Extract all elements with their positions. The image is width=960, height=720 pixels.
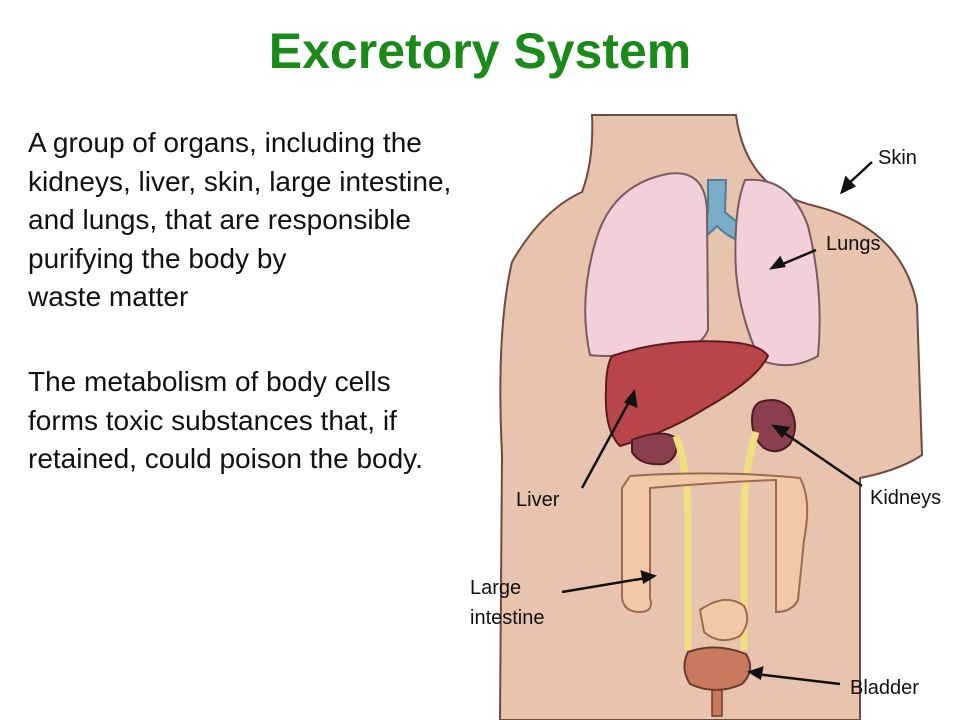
urethra: [711, 689, 723, 717]
label-large-intestine-1: Large: [470, 577, 521, 599]
bladder: [683, 646, 752, 691]
kidneys-pointer-head: [771, 424, 791, 439]
label-liver: Liver: [516, 489, 560, 511]
kidneys-pointer: [779, 428, 863, 488]
text-line: purifying the body by: [28, 242, 287, 274]
text-line: forms toxic substances that, if: [28, 404, 397, 436]
text-line: The metabolism of body cells: [28, 366, 391, 397]
skin-pointer-head: [840, 175, 857, 195]
right-lung: [734, 178, 821, 367]
intestine-pointer: [561, 576, 647, 594]
definition-paragraph: A group of organs, including the kidneys…: [28, 124, 451, 317]
label-large-intestine-2: intestine: [470, 607, 545, 629]
text-line: A group of organs, including the: [28, 127, 422, 158]
text-line: waste matter: [28, 281, 189, 312]
large-intestine: [621, 472, 809, 614]
intestine-pointer-head: [640, 570, 657, 584]
label-kidneys: Kidneys: [870, 487, 941, 509]
small-loop: [698, 599, 749, 642]
liver: [604, 340, 770, 448]
liver-pointer: [580, 399, 632, 489]
lungs-pointer-head: [768, 255, 786, 270]
metabolism-paragraph: The metabolism of body cells forms toxic…: [28, 363, 423, 479]
label-bladder: Bladder: [850, 677, 919, 699]
text-line: and lungs, that are responsible: [28, 204, 411, 235]
bladder-pointer-head: [747, 666, 764, 680]
liver-lower-lobe: [631, 432, 678, 466]
slide-title: Excretory System: [268, 23, 692, 79]
bladder-pointer: [755, 672, 841, 686]
text-line: retained, could poison the body.: [28, 443, 423, 474]
left-lung: [584, 172, 710, 357]
text-line: kidneys, liver, skin, large intestine,: [28, 165, 452, 197]
label-skin: Skin: [878, 147, 917, 169]
liver-pointer-head: [623, 388, 638, 408]
label-lungs: Lungs: [826, 233, 881, 255]
lungs-pointer: [777, 248, 817, 268]
